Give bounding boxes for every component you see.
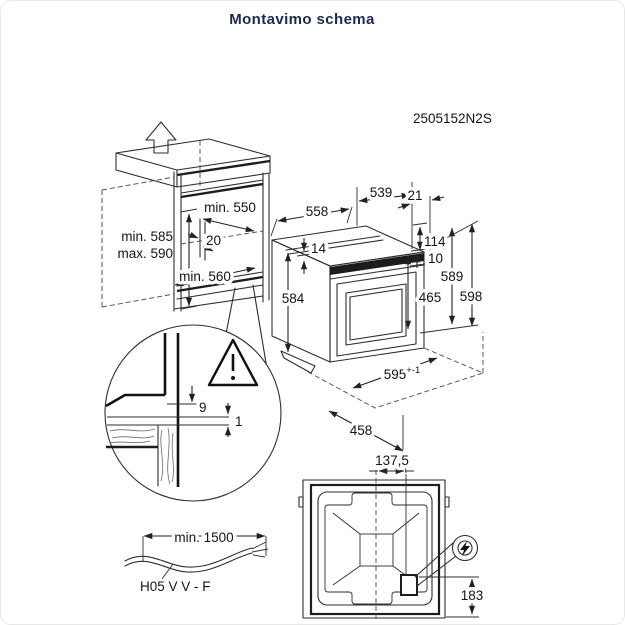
dim-cabinet-rear-gap: 20	[206, 233, 221, 248]
dim-connector-offset-x: 137,5	[375, 453, 409, 468]
warning-triangle-icon	[207, 338, 259, 387]
top-view-drawing	[298, 467, 479, 622]
electric-connection-icon	[414, 534, 479, 587]
dim-oven-depth-body: 539	[370, 185, 393, 200]
dim-oven-top-recess: 14	[311, 241, 327, 256]
part-number: 2505152N2S	[413, 111, 492, 126]
oven-door	[336, 271, 417, 357]
dim-cable-length-min: min. 1500	[174, 530, 233, 545]
top-view-niche-outline	[302, 479, 446, 619]
dim-connector-offset-y: 183	[461, 588, 484, 603]
dim-oven-panel-height: 114	[424, 234, 446, 249]
oven-foot	[280, 350, 316, 374]
cable-type-label: H05 V V - F	[140, 579, 211, 594]
dim-oven-width-top: 558	[306, 204, 329, 219]
connector-box	[400, 574, 418, 596]
dim-oven-front-offset: 21	[407, 188, 422, 203]
dim-cabinet-height-min: min. 585	[121, 229, 173, 244]
oven-control-panel	[330, 253, 424, 275]
oven-drawing	[271, 225, 485, 474]
up-arrow-icon	[145, 121, 177, 154]
detail-callout	[104, 284, 282, 502]
page-title: Montavimo schema	[229, 11, 375, 28]
dim-oven-door-height: 465	[419, 290, 442, 305]
top-view-oven-outline	[309, 483, 441, 616]
oven-door-window	[345, 283, 407, 346]
dim-oven-depth-bottom: 458	[350, 423, 373, 438]
dim-oven-panel-gap: 10	[428, 251, 443, 266]
dim-cabinet-height-max: max. 590	[117, 246, 173, 261]
lightning-bolt-icon	[460, 541, 470, 556]
dim-oven-height-total: 598	[460, 289, 483, 304]
dim-detail-bracket-gap: 9	[199, 400, 207, 415]
cable-wire-ends	[251, 541, 269, 558]
top-view-center-plate	[359, 533, 394, 567]
labels: Montavimo schema 2505152N2S min. 550 20 …	[117, 11, 492, 607]
detail-circle	[104, 324, 282, 502]
dim-oven-side-height: 584	[282, 291, 305, 306]
cable-drawing	[124, 532, 269, 580]
dim-oven-height-inner: 589	[441, 269, 464, 284]
dim-cabinet-depth-min: min. 550	[204, 200, 256, 215]
dim-oven-width-front: 595+-1	[384, 365, 421, 382]
dim-detail-shelf-gap: 1	[235, 414, 243, 429]
dimension-lines	[174, 182, 479, 452]
dim-cabinet-width-min: min. 560	[179, 269, 231, 284]
